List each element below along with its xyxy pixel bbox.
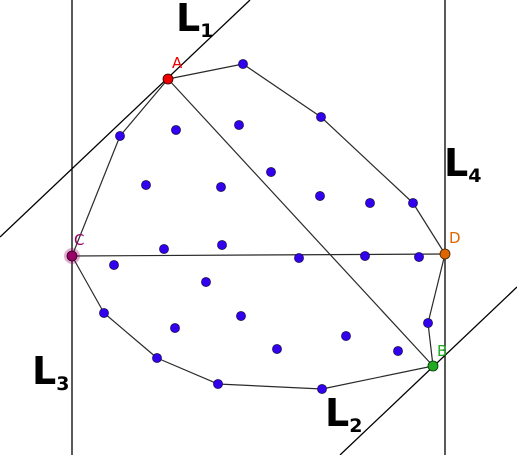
hull-edge (71, 135, 121, 257)
label-point-C: C (74, 231, 84, 249)
point (408, 198, 418, 208)
label-L3: L3 (32, 349, 69, 395)
hull-edge (427, 322, 434, 367)
point (393, 346, 403, 356)
point-A (162, 73, 174, 85)
point (266, 167, 276, 177)
point (238, 59, 248, 69)
hull-edge (103, 312, 158, 359)
point (213, 379, 223, 389)
hull-edge (71, 255, 105, 314)
label-L2: L2 (325, 391, 362, 437)
hull-edge (242, 63, 322, 118)
point (360, 251, 370, 261)
point (171, 125, 181, 135)
label-point-A: A (172, 54, 183, 72)
hull-edge (321, 365, 434, 390)
hull-edge (412, 202, 446, 255)
extreme-points (64, 73, 451, 372)
point (414, 252, 424, 262)
hull-edge (320, 116, 414, 204)
label-L4: L4 (444, 141, 481, 187)
point-C (66, 250, 78, 262)
point (272, 344, 282, 354)
point (234, 120, 244, 130)
point (365, 198, 375, 208)
point (236, 311, 246, 321)
interior-points (99, 59, 433, 394)
hull-edge (427, 253, 446, 324)
label-L1: L1 (176, 0, 213, 42)
hull-edges (71, 63, 446, 390)
point (159, 244, 169, 254)
point (316, 112, 326, 122)
hull-edge (119, 78, 169, 137)
point (170, 323, 180, 333)
point (109, 260, 119, 270)
diagonals (71, 78, 446, 367)
hull-edge (167, 63, 244, 80)
line-L1 (0, 0, 251, 238)
point (217, 240, 227, 250)
segment-C-D (71, 253, 446, 257)
label-point-B: B (437, 342, 447, 360)
point (423, 318, 433, 328)
label-point-D: D (449, 229, 461, 247)
segment-A-B (167, 78, 434, 367)
point-D (439, 248, 451, 260)
point (115, 131, 125, 141)
point (341, 331, 351, 341)
point (317, 384, 327, 394)
point (141, 180, 151, 190)
point (216, 182, 226, 192)
point (294, 253, 304, 263)
point (99, 308, 109, 318)
point (201, 277, 211, 287)
hull-edge (156, 357, 219, 385)
point (315, 191, 325, 201)
point (152, 353, 162, 363)
line-L2 (339, 286, 517, 455)
hull-edge (217, 383, 323, 390)
point-B (427, 360, 439, 372)
